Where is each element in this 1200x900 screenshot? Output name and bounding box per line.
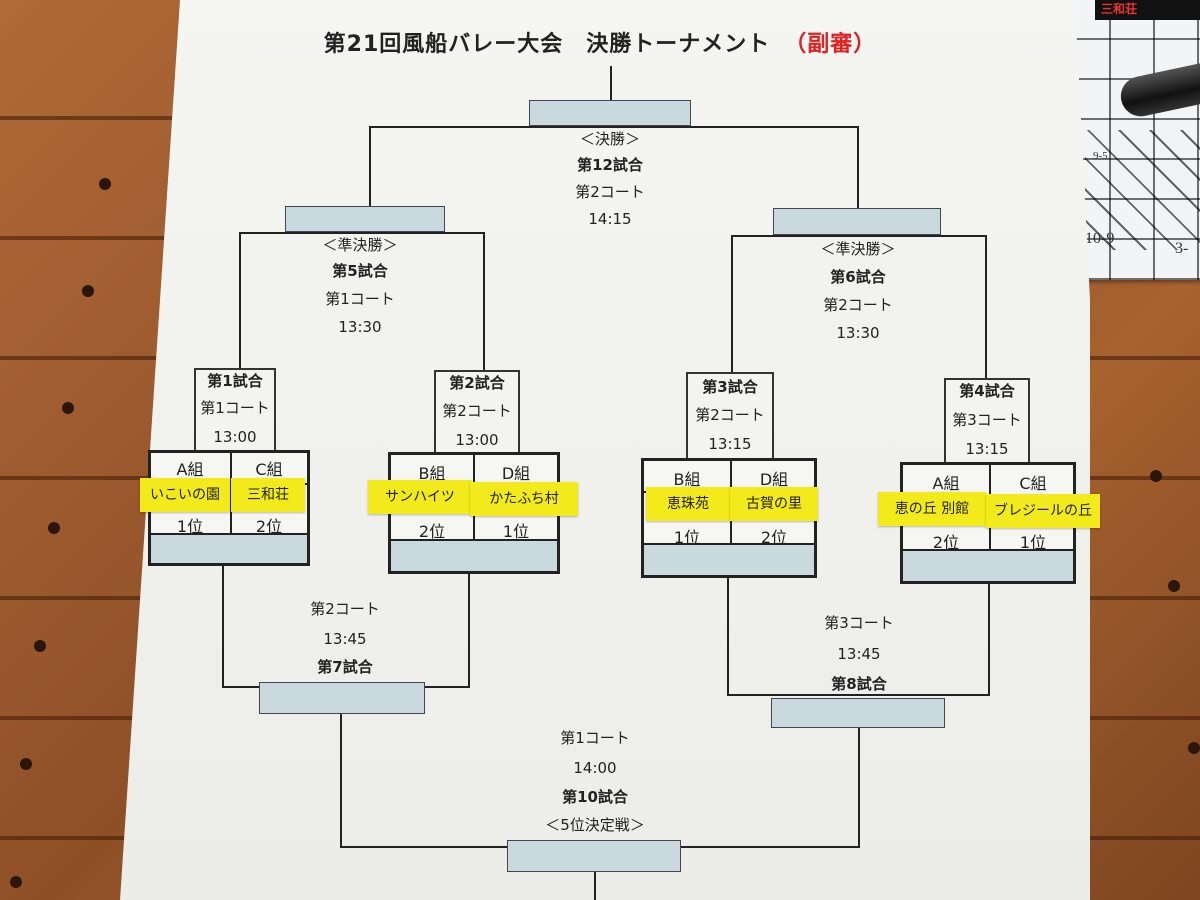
match4-group-a: A組 — [932, 474, 960, 493]
match1-court-label: 第1コート — [200, 399, 270, 417]
match4-rank-a: 2位 — [932, 533, 960, 552]
side-sheet-mark: 3- — [1175, 240, 1189, 257]
fifth-place-bracket-label: ＜5位決定戦＞ — [545, 816, 645, 834]
match1-info-box — [194, 368, 276, 454]
semi-left-time-label: 13:30 — [338, 318, 382, 336]
match2-group-b: B組 — [418, 464, 446, 483]
match1-match-label: 第1試合 — [207, 372, 263, 390]
side-score-sheet: 三和荘 9-5 10-9 3- — [1065, 0, 1200, 280]
nail-icon — [34, 640, 46, 652]
match3-info-box — [686, 372, 774, 460]
team-name-tape: いこいの園 — [140, 478, 230, 512]
team-name-tape: 恵の丘 別館 — [878, 492, 986, 526]
match3-score-slot — [644, 543, 814, 575]
match3-time-label: 13:15 — [708, 435, 752, 453]
match4-rank-c: 1位 — [1019, 533, 1047, 552]
match3-group-b: B組 — [673, 470, 701, 489]
semi-left-court-label: 第1コート — [325, 290, 395, 308]
match1-group-a: A組 — [176, 460, 204, 479]
team-name-tape: 古賀の里 — [730, 487, 818, 521]
semi-left-bracket-label: ＜準決勝＞ — [322, 236, 398, 254]
page-title: 第21回風船バレー大会 決勝トーナメント （副審） — [0, 26, 1200, 58]
team-name-tape: 恵珠苑 — [646, 487, 730, 521]
match7-time-label: 13:45 — [323, 630, 367, 648]
semi-right-match-label: 第6試合 — [830, 268, 886, 286]
match3-group-d: D組 — [759, 470, 789, 489]
fifth-place-match-label: 第10試合 — [562, 788, 628, 806]
match3-court-label: 第2コート — [695, 406, 765, 424]
match3-match-label: 第3試合 — [702, 378, 758, 396]
match4-court-label: 第3コート — [952, 411, 1022, 429]
match7-winner-slot — [259, 682, 425, 714]
nail-icon — [48, 522, 60, 534]
nail-icon — [1168, 580, 1180, 592]
match8-winner-slot — [771, 698, 945, 728]
match4-match-label: 第4試合 — [959, 382, 1015, 400]
match7-court-label: 第2コート — [310, 600, 380, 618]
nail-icon — [10, 876, 22, 888]
match4-group-c: C組 — [1019, 474, 1047, 493]
semi-left-winner-slot — [285, 206, 445, 232]
nail-icon — [82, 285, 94, 297]
team-name-tape: サンハイツ — [368, 480, 472, 514]
final-court-label: 第2コート — [575, 183, 645, 201]
fifth-place-court-label: 第1コート — [560, 729, 630, 747]
match8-match-label: 第8試合 — [831, 675, 887, 693]
match4-time-label: 13:15 — [965, 440, 1009, 458]
match1-score-slot — [151, 533, 307, 563]
match3-rank-b: 1位 — [673, 528, 701, 547]
semi-right-winner-slot — [773, 208, 941, 235]
side-sheet-mark: 9-5 — [1093, 150, 1108, 162]
fifth-place-winner-slot — [507, 840, 681, 872]
match2-score-slot — [391, 539, 557, 571]
fifth-place-time-label: 14:00 — [573, 759, 617, 777]
nail-icon — [20, 758, 32, 770]
match2-info-box — [434, 370, 520, 456]
match2-time-label: 13:00 — [455, 431, 499, 449]
final-time-label: 14:15 — [588, 210, 632, 228]
nail-icon — [1188, 742, 1200, 754]
side-sheet-mark: 10-9 — [1085, 230, 1115, 247]
match1-rank-c: 2位 — [255, 517, 283, 536]
match4-score-slot — [903, 549, 1073, 581]
nail-icon — [62, 402, 74, 414]
match1-group-c: C組 — [255, 460, 283, 479]
title-main: 第21回風船バレー大会 決勝トーナメント — [323, 32, 771, 57]
final-bracket-label: ＜決勝＞ — [579, 130, 640, 148]
match8-time-label: 13:45 — [837, 645, 881, 663]
semi-right-bracket-label: ＜準決勝＞ — [820, 240, 896, 258]
match2-rank-d: 1位 — [502, 522, 530, 541]
match3-rank-d: 2位 — [760, 528, 788, 547]
match2-rank-b: 2位 — [418, 522, 446, 541]
side-sheet-hatching — [1085, 130, 1200, 250]
team-name-tape: 三和荘 — [231, 478, 305, 512]
nail-icon — [99, 178, 111, 190]
side-sheet-header: 三和荘 — [1095, 0, 1200, 20]
match8-court-label: 第3コート — [824, 614, 894, 632]
team-name-tape: ブレジールの丘 — [986, 494, 1100, 528]
semi-left-match-label: 第5試合 — [332, 262, 388, 280]
match2-court-label: 第2コート — [442, 402, 512, 420]
match2-group-d: D組 — [501, 464, 531, 483]
match2-match-label: 第2試合 — [449, 374, 505, 392]
title-role: （副審） — [784, 32, 877, 57]
final-match-label: 第12試合 — [577, 156, 643, 174]
match1-rank-a: 1位 — [176, 517, 204, 536]
match7-match-label: 第7試合 — [317, 658, 373, 676]
team-name-tape: かたふち村 — [470, 482, 578, 516]
semi-right-time-label: 13:30 — [836, 324, 880, 342]
final-winner-slot — [529, 100, 691, 126]
nail-icon — [1150, 470, 1162, 482]
match1-time-label: 13:00 — [213, 428, 257, 446]
semi-right-court-label: 第2コート — [823, 296, 893, 314]
